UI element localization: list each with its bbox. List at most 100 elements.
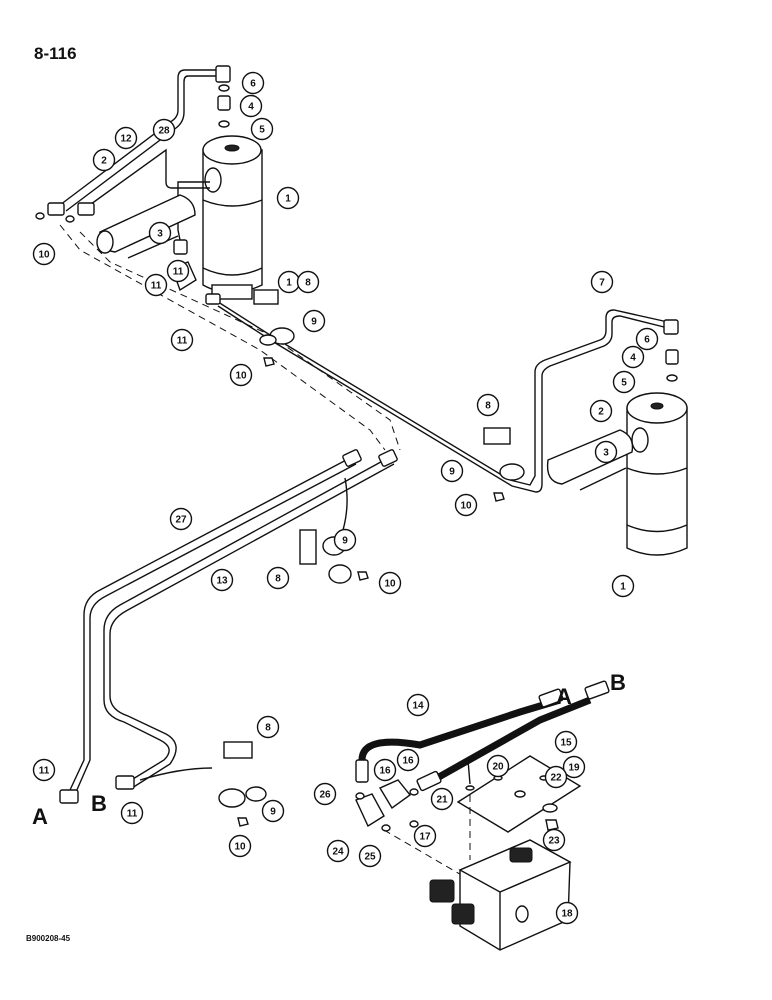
oring-5-top-left (218, 120, 230, 128)
callout-number: 21 (436, 795, 448, 806)
callout-circle (261, 799, 285, 823)
callout-5: 5 (612, 370, 636, 394)
callout-circle (589, 399, 613, 423)
callout-12: 12 (114, 126, 138, 150)
block-8-bottom (223, 741, 253, 759)
callout-number: 9 (449, 467, 455, 478)
callout-number: 11 (177, 336, 188, 347)
bracket-2-left (96, 194, 196, 254)
callout-10: 10 (229, 363, 253, 387)
callout-number: 10 (235, 371, 247, 382)
bolt-3-right (579, 467, 627, 491)
block-8-upper (253, 289, 279, 305)
callout-number: 3 (157, 229, 163, 240)
callout-circle (486, 754, 510, 778)
callout-6: 6 (241, 71, 265, 95)
callout-number: 28 (158, 126, 170, 137)
callout-circle (542, 828, 566, 852)
callout-number: 6 (644, 335, 650, 346)
callout-circle (326, 839, 350, 863)
callout-number: 17 (419, 832, 431, 843)
callout-8: 8 (256, 715, 280, 739)
callout-number: 22 (550, 773, 562, 784)
nut-10-center (493, 492, 505, 502)
callout-layer: 1112233445566788889999101010101011111111… (32, 71, 659, 925)
callout-circle (152, 118, 176, 142)
oring-5-right (666, 374, 678, 382)
callout-28: 28 (152, 118, 176, 142)
callout-circle (210, 568, 234, 592)
callout-number: 2 (598, 407, 604, 418)
washer-23 (465, 785, 475, 791)
tube-15 (103, 457, 395, 789)
callout-circle (396, 748, 420, 772)
callout-circle (430, 787, 454, 811)
callout-circle (378, 571, 402, 595)
clamp-9-bottom (218, 788, 246, 808)
oring-19 (409, 820, 419, 828)
callout-circle (120, 801, 144, 825)
callout-2: 2 (589, 399, 613, 423)
callout-number: 8 (275, 574, 281, 585)
callout-22: 22 (544, 765, 568, 789)
callout-circle (406, 693, 430, 717)
callout-9: 9 (302, 309, 326, 333)
callout-number: 18 (561, 909, 573, 920)
callout-circle (241, 71, 265, 95)
callout-number: 7 (599, 278, 605, 289)
elbow-17 (378, 779, 412, 810)
callout-circle (32, 758, 56, 782)
port-letter-b-left: B (91, 791, 107, 816)
callout-16: 16 (396, 748, 420, 772)
bolt-3-left (127, 235, 179, 259)
callout-8: 8 (266, 566, 290, 590)
callout-number: 11 (39, 766, 50, 777)
callout-circle (296, 270, 320, 294)
callout-number: 10 (460, 501, 472, 512)
hose-16-a (358, 696, 562, 761)
callout-circle (635, 327, 659, 351)
oring-28 (355, 792, 365, 800)
callout-11: 11 (32, 758, 56, 782)
callout-number: 12 (120, 134, 132, 145)
callout-27: 27 (169, 507, 193, 531)
callout-circle (266, 566, 290, 590)
callout-23: 23 (542, 828, 566, 852)
callout-number: 10 (38, 250, 50, 261)
callout-11: 11 (166, 259, 190, 283)
callout-1: 1 (276, 186, 300, 210)
callout-circle (594, 440, 618, 464)
callout-circle (229, 363, 253, 387)
bracket-2-right (546, 429, 634, 485)
port-letter-a-right: A (556, 684, 572, 709)
callout-4: 4 (621, 345, 645, 369)
callout-9: 9 (333, 528, 357, 552)
callout-3: 3 (148, 221, 172, 245)
callout-15: 15 (554, 730, 578, 754)
callout-circle (554, 730, 578, 754)
callout-number: 23 (548, 836, 560, 847)
oring-18 (409, 788, 419, 796)
callout-number: 5 (259, 125, 265, 136)
callout-circle (170, 328, 194, 352)
callout-21: 21 (430, 787, 454, 811)
callout-number: 2 (101, 156, 107, 167)
callout-circle (555, 901, 579, 925)
block-8-center (483, 427, 511, 445)
callout-4: 4 (239, 94, 263, 118)
callout-circle (454, 493, 478, 517)
callout-circle (373, 758, 397, 782)
callout-number: 1 (286, 278, 292, 289)
callout-number: 27 (175, 515, 187, 526)
callout-17: 17 (413, 824, 437, 848)
callout-number: 11 (151, 281, 162, 292)
callout-number: 8 (485, 401, 491, 412)
nut-25 (545, 819, 559, 831)
callout-circle (621, 345, 645, 369)
nut-10-bottom (237, 817, 249, 827)
callout-circle (313, 782, 337, 806)
callout-number: 19 (568, 763, 580, 774)
hose-16-b (428, 696, 592, 786)
callout-1: 1 (611, 574, 635, 598)
